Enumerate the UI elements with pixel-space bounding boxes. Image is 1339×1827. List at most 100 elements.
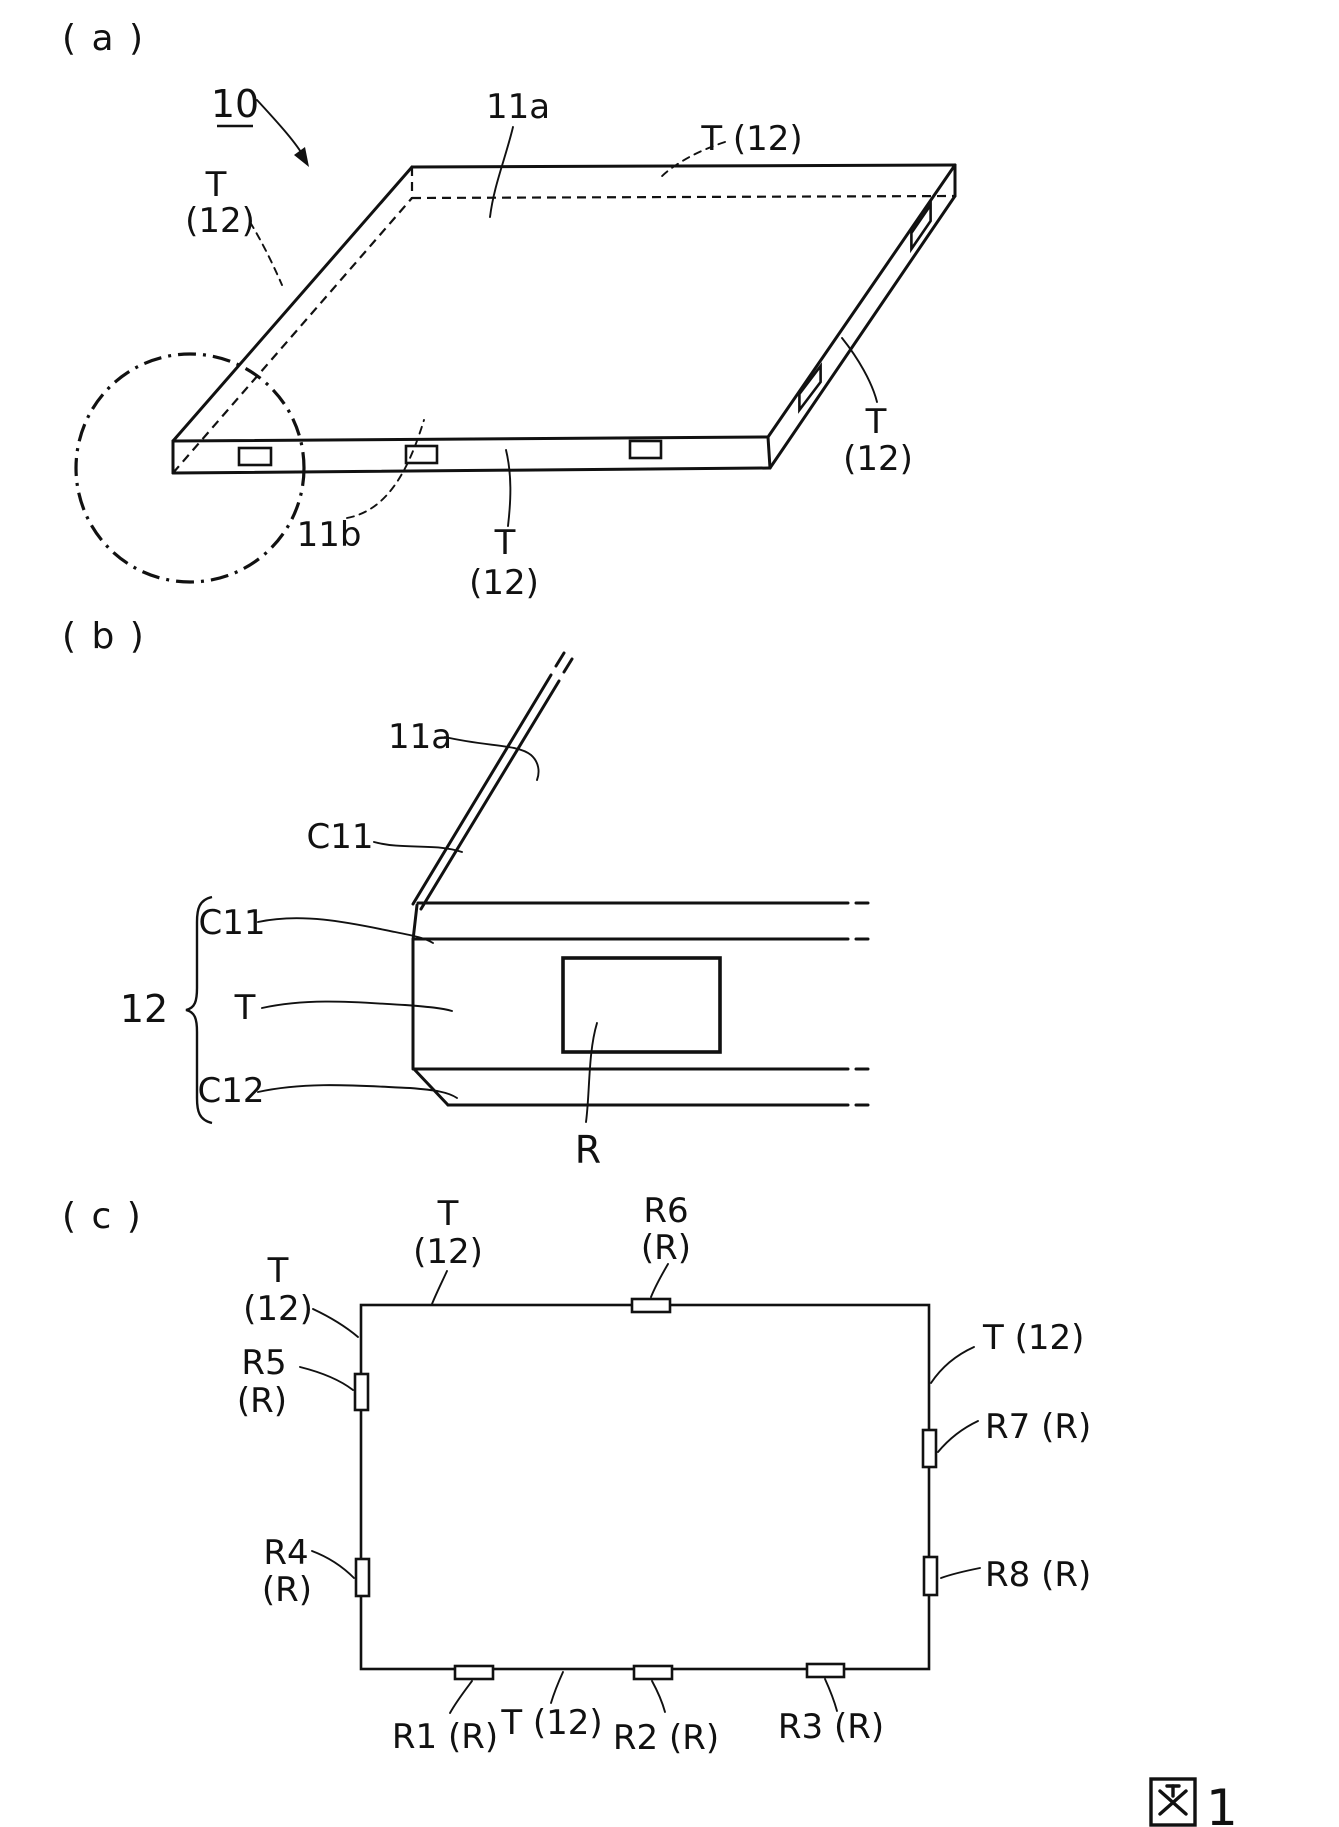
label-c11-brace: C11 (198, 903, 265, 943)
leader-c-T12-bottom (550, 1671, 564, 1704)
leader-T-brace (261, 1000, 453, 1012)
electrode-R-rect (561, 956, 722, 1054)
label-c-T-topleft: T (267, 1251, 289, 1291)
plate-front-right-cap-edge (766, 435, 772, 470)
terminal-right-2 (798, 362, 822, 414)
terminal-R5 (353, 1372, 370, 1412)
label-R5-R: (R) (237, 1381, 287, 1421)
label-T-brace: T (234, 988, 256, 1028)
leader-R4 (311, 1550, 355, 1579)
terminal-R3 (805, 1662, 846, 1679)
leader-R1 (449, 1680, 473, 1714)
panel-b: ( b ) R 11a C11 12 C11 T C12 (62, 616, 870, 1172)
label-c11-outer: C11 (306, 817, 373, 857)
panel-c-label: ( c ) (62, 1196, 143, 1237)
terminal-front-3 (628, 439, 663, 460)
label-c-12-topleft: (12) (243, 1289, 313, 1329)
plate-top-back-edge (410, 163, 957, 169)
leader-c-T12-topleft (312, 1308, 359, 1338)
panel-a-label: ( a ) (62, 18, 145, 59)
terminal-R1 (453, 1664, 495, 1681)
label-R7: R7 (R) (985, 1407, 1091, 1447)
label-T-bottom: T (494, 523, 516, 563)
label-b-11a: 11a (388, 717, 452, 757)
leader-T12-right (841, 337, 878, 403)
top-surface-strip-lower-line (419, 679, 561, 911)
label-R5: R5 (241, 1343, 286, 1383)
label-12-right: (12) (843, 439, 913, 479)
leader-R3 (824, 1678, 838, 1712)
top-surface-strip-upper-line (411, 673, 553, 906)
detail-callout-circle (74, 352, 306, 584)
leader-c11-outer (373, 841, 463, 853)
plate-hidden-left-bottom-edge (172, 197, 413, 474)
leader-T12-left (249, 221, 283, 286)
label-R: R (575, 1128, 601, 1172)
label-R6-R: (R) (641, 1228, 691, 1268)
leader-c12-brace (257, 1084, 458, 1099)
label-c-T12-right: T (12) (982, 1318, 1084, 1358)
leader-R6 (650, 1263, 669, 1298)
label-T12-top: T (12) (700, 119, 802, 159)
terminal-R8 (922, 1555, 939, 1597)
figure-caption: 1 (1149, 1777, 1238, 1827)
label-c-T-topmid: T (437, 1194, 459, 1234)
label-R4-R: (R) (262, 1570, 312, 1610)
terminal-R4 (354, 1557, 371, 1598)
terminal-R7 (921, 1428, 938, 1469)
label-12-left: (12) (185, 201, 255, 241)
label-R6: R6 (643, 1191, 688, 1231)
plate-right-face-top-edge (766, 163, 957, 439)
label-12-bottom: (12) (469, 563, 539, 603)
leader-T12-top (659, 141, 726, 179)
caption-digit: 1 (1206, 1779, 1238, 1827)
leader-R2 (651, 1680, 666, 1713)
plate-right-face-bottom-edge (768, 194, 957, 470)
terminal-right-1 (910, 200, 932, 254)
label-11a: 11a (486, 87, 550, 127)
leader-c11-brace (257, 917, 434, 944)
label-11b: 11b (297, 515, 362, 555)
label-12-group: 12 (120, 987, 168, 1031)
terminal-R2 (632, 1664, 674, 1681)
ref-10-label: 10 (211, 82, 259, 126)
label-T-left: T (205, 165, 227, 205)
leader-T12-bottom (505, 449, 512, 527)
brace-12 (185, 895, 213, 1125)
leader-R7 (937, 1420, 979, 1453)
label-c12-brace: C12 (197, 1071, 264, 1111)
label-T-right: T (865, 402, 887, 442)
panel-b-label: ( b ) (62, 616, 146, 657)
strip-break-dash-1 (554, 651, 566, 668)
label-R8: R8 (R) (985, 1555, 1091, 1595)
panel-c: ( c ) T (12) T (12) R6 (R) T (12) R7 (R)… (62, 1191, 1091, 1758)
leader-R (585, 1022, 598, 1123)
label-R1: R1 (R) (392, 1717, 498, 1757)
ref-10-arrowhead-icon (294, 147, 309, 167)
leader-b-11a (444, 736, 540, 781)
label-c-T12-bottom: T (12) (500, 1703, 602, 1743)
plate-front-face-top-edge (171, 435, 770, 443)
label-R2: R2 (R) (613, 1718, 719, 1758)
section-left-profile (411, 903, 450, 1107)
panel-a: ( a ) 10 (62, 18, 957, 603)
board-outline (359, 1303, 931, 1671)
leader-11b (346, 419, 425, 519)
leader-c-T12-topmid (431, 1270, 448, 1305)
strip-break-dash-2 (562, 657, 574, 674)
leader-R5 (299, 1366, 354, 1391)
ref-10-arrow-shaft (256, 99, 305, 158)
terminal-front-2 (404, 444, 439, 465)
terminal-front-1 (237, 446, 273, 467)
terminal-R6 (630, 1297, 672, 1314)
plate-hidden-back-edge (411, 194, 956, 200)
plate-10-body (171, 163, 957, 475)
label-R3: R3 (R) (778, 1707, 884, 1747)
leader-c-T12-right (930, 1346, 975, 1384)
plate-front-face-bottom-edge (171, 466, 772, 475)
label-R4: R4 (263, 1533, 308, 1573)
label-c-12-topmid: (12) (413, 1232, 483, 1272)
plate-left-top-edge (171, 165, 414, 443)
